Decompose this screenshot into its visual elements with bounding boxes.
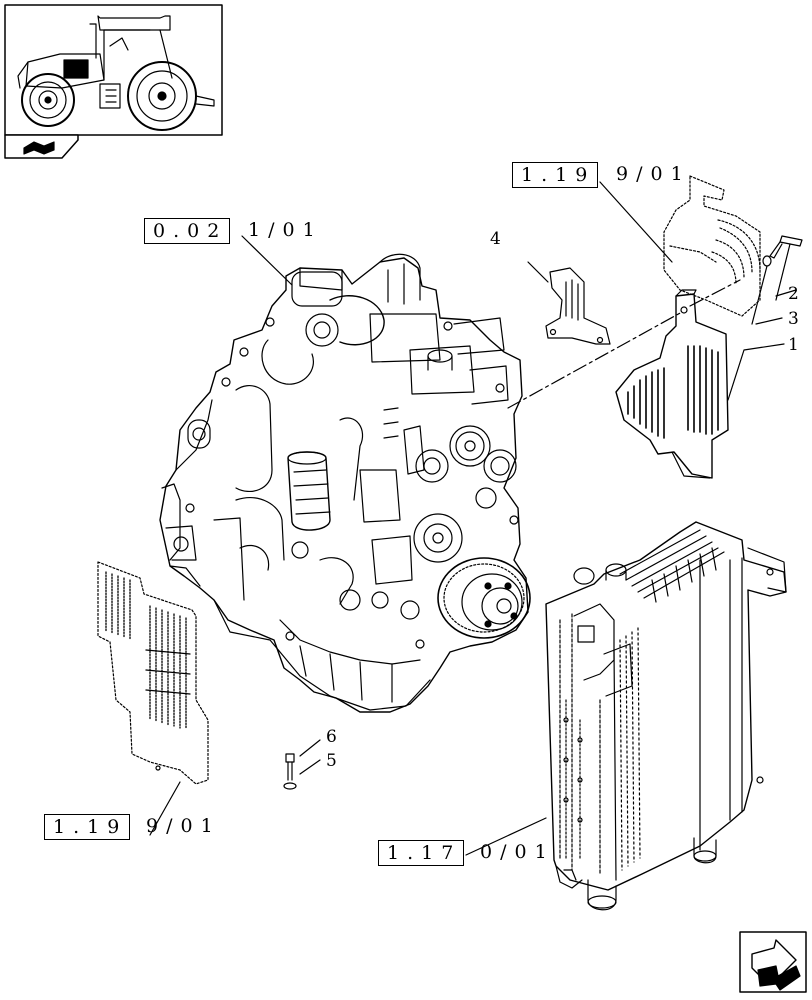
callout-1: 1 bbox=[788, 335, 799, 355]
part-6-bolt bbox=[285, 753, 295, 781]
left-shield-ref-box[interactable]: 1.19 bbox=[44, 814, 131, 840]
book-arrow-icon[interactable] bbox=[4, 134, 79, 159]
part-1-heat-shield bbox=[615, 289, 729, 479]
left-shield-ref-sub[interactable]: 9/01 bbox=[146, 815, 221, 837]
engine-ref-sub[interactable]: 1/01 bbox=[248, 219, 323, 241]
engine-assembly bbox=[159, 253, 531, 713]
callout-4: 4 bbox=[490, 229, 501, 249]
radiator-ref-sub[interactable]: 0/01 bbox=[480, 841, 555, 863]
engine-ref-box[interactable]: 0.02 bbox=[144, 218, 231, 244]
radiator-ref-box[interactable]: 1.17 bbox=[378, 840, 465, 866]
radiator-assembly bbox=[545, 521, 787, 911]
part-3-washer bbox=[751, 255, 772, 325]
next-page-arrow-icon[interactable] bbox=[739, 931, 807, 993]
callout-5: 5 bbox=[326, 751, 337, 771]
callout-2: 2 bbox=[788, 284, 799, 304]
tractor-thumbnail-icon[interactable] bbox=[4, 4, 223, 136]
part-4-bracket bbox=[545, 267, 611, 345]
top-shield-ref-box[interactable]: 1.19 bbox=[512, 162, 599, 188]
top-shield bbox=[663, 175, 761, 317]
part-5-washer bbox=[283, 782, 297, 790]
left-shield bbox=[97, 561, 209, 785]
top-shield-ref-sub[interactable]: 9/01 bbox=[616, 163, 691, 185]
part-2-bolt bbox=[769, 235, 803, 301]
callout-3: 3 bbox=[788, 309, 799, 329]
callout-6: 6 bbox=[326, 727, 337, 747]
